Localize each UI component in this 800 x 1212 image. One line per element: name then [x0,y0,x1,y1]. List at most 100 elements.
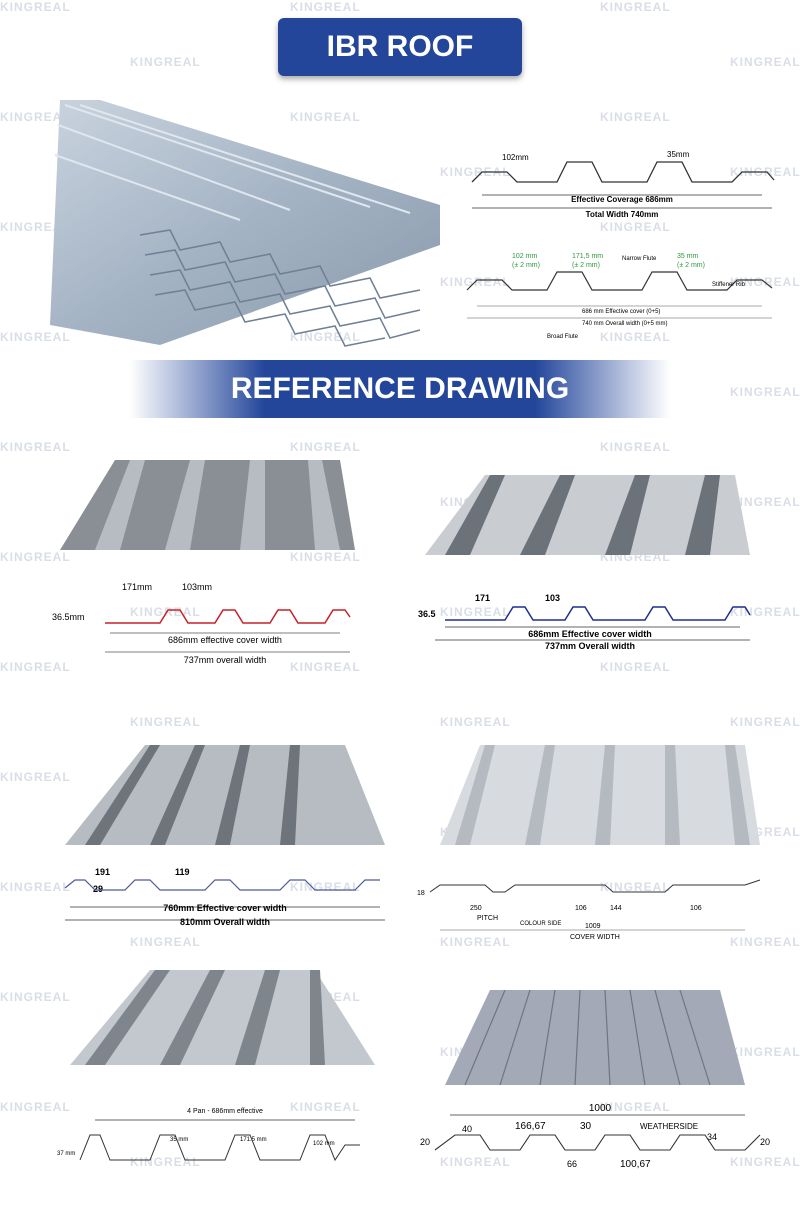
broad-flute: Broad Flute [547,334,579,340]
brand-watermark: KINGREAL [440,605,511,619]
dim-119: 119 [175,867,190,877]
dim-106-a: 106 [575,905,587,912]
dim-102-mm: 102 mm [313,1141,335,1147]
brand-watermark: KINGREAL [440,715,511,729]
dim-100-67: 100,67 [620,1159,651,1170]
dim-171-5-mm: 171.5 mm [240,1137,267,1143]
dim-103: 103 [545,593,560,603]
brand-watermark: KINGREAL [600,880,671,894]
brand-watermark: KINGREAL [130,715,201,729]
profile-drawing-detailed: 102 mm (± 2 mm) 171,5 mm (± 2 mm) Narrow… [466,253,773,340]
dim-1000: 1000 [589,1103,612,1114]
dim-35-tol: (± 2 mm) [677,262,705,269]
height-29: 29 [93,884,103,894]
stiffener-rib: Stiffener Rib [712,282,746,288]
effective-coverage: Effective Coverage 686mm [571,195,673,204]
brand-watermark: KINGREAL [290,0,361,14]
brand-watermark: KINGREAL [0,660,71,674]
effective-cover-width: 760mm Effective cover width [163,903,287,913]
effective-cover: 686 mm Effective cover (0+5) [582,309,660,315]
brand-watermark: KINGREAL [600,1100,671,1114]
brand-watermark: KINGREAL [730,1155,800,1169]
brand-watermark: KINGREAL [0,880,71,894]
brand-watermark: KINGREAL [0,220,71,234]
dim-191: 191 [95,867,110,877]
page-title: IBR ROOF [278,18,522,76]
profile-3: 191 119 29 760mm Effective cover width 8… [64,745,385,927]
cover-width: COVER WIDTH [570,934,620,941]
effective-cover-width: 686mm effective cover width [168,635,282,645]
overall-width: 737mm Overall width [545,641,635,651]
brand-watermark: KINGREAL [600,330,671,344]
dim-20-right: 20 [760,1137,770,1147]
brand-watermark: KINGREAL [0,990,71,1004]
narrow-flute: Narrow Flute [622,256,657,262]
profile-2: 171 103 36.5 686mm Effective cover width… [418,475,751,651]
brand-watermark: KINGREAL [130,935,201,949]
brand-watermark: KINGREAL [0,110,71,124]
brand-watermark: KINGREAL [130,55,201,69]
profile-6: 1000 166,67 30 WEATHERSIDE 34 20 40 20 6… [420,989,770,1170]
dim-20-left: 20 [420,1137,430,1147]
brand-watermark: KINGREAL [290,1210,361,1212]
brand-watermark: KINGREAL [0,1100,71,1114]
brand-watermark: KINGREAL [0,770,71,784]
brand-watermark: KINGREAL [730,605,800,619]
brand-watermark: KINGREAL [600,0,671,14]
brand-watermark: KINGREAL [730,1045,800,1059]
height-18: 18 [417,890,425,897]
dim-35-mm: 35 mm [170,1137,188,1143]
dim-102mm: 102 mm [512,253,537,260]
total-width: Total Width 740mm [586,210,659,219]
dim-30: 30 [580,1121,592,1132]
dim-66: 66 [567,1159,577,1169]
brand-watermark: KINGREAL [600,220,671,234]
effective-cover-width: 686mm Effective cover width [528,629,652,639]
profile-4: 18 250 PITCH COLOUR SIDE 106 144 106 100… [417,745,761,941]
dim-106-b: 106 [690,905,702,912]
dim-35mm: 35 mm [677,253,699,260]
dim-171-tol: (± 2 mm) [572,262,600,269]
brand-watermark: KINGREAL [290,660,361,674]
height-36-5: 36.5 [418,609,436,619]
brand-watermark: KINGREAL [730,495,800,509]
brand-watermark: KINGREAL [730,715,800,729]
brand-watermark: KINGREAL [0,1210,71,1212]
dim-102-tol: (± 2 mm) [512,262,540,269]
overall-width: 740 mm Overall width (0+5 mm) [582,321,668,327]
four-pan-effective: 4 Pan - 686mm effective [187,1108,263,1115]
weatherside-label: WEATHERSIDE [640,1122,698,1131]
dim-1009: 1009 [585,923,601,930]
height-34: 34 [707,1132,717,1142]
pitch-label: PITCH [477,915,498,922]
dim-166-67: 166,67 [515,1121,546,1132]
brand-watermark: KINGREAL [600,110,671,124]
dim-171-5mm: 171,5 mm [572,253,603,260]
profile-5: 4 Pan - 686mm effective 35 mm 171.5 mm 1… [57,970,375,1162]
brand-watermark: KINGREAL [0,550,71,564]
section-title: REFERENCE DRAWING [130,360,670,418]
brand-watermark: KINGREAL [0,0,71,14]
brand-watermark: KINGREAL [130,605,201,619]
dim-171mm: 171mm [122,582,152,592]
brand-watermark: KINGREAL [440,1155,511,1169]
brand-watermark: KINGREAL [290,1100,361,1114]
brand-watermark: KINGREAL [730,935,800,949]
dim-102: 102mm [502,153,529,162]
brand-watermark: KINGREAL [290,110,361,124]
profile-drawing-coverage: 102mm 35mm Effective Coverage 686mm Tota… [471,150,775,219]
brand-watermark: KINGREAL [600,440,671,454]
dim-250: 250 [470,905,482,912]
brand-watermark: KINGREAL [440,165,511,179]
brand-watermark: KINGREAL [0,330,71,344]
brand-watermark: KINGREAL [290,550,361,564]
profile-1: 171mm 103mm 36.5mm 686mm effective cover… [52,460,355,665]
brand-watermark: KINGREAL [0,440,71,454]
dim-171: 171 [475,593,490,603]
dim-35: 35mm [667,150,690,159]
height-36-5mm: 36.5mm [52,612,85,622]
dim-40: 40 [462,1124,472,1134]
brand-watermark: KINGREAL [730,385,800,399]
overall-width: 810mm Overall width [180,917,270,927]
brand-watermark: KINGREAL [730,55,800,69]
